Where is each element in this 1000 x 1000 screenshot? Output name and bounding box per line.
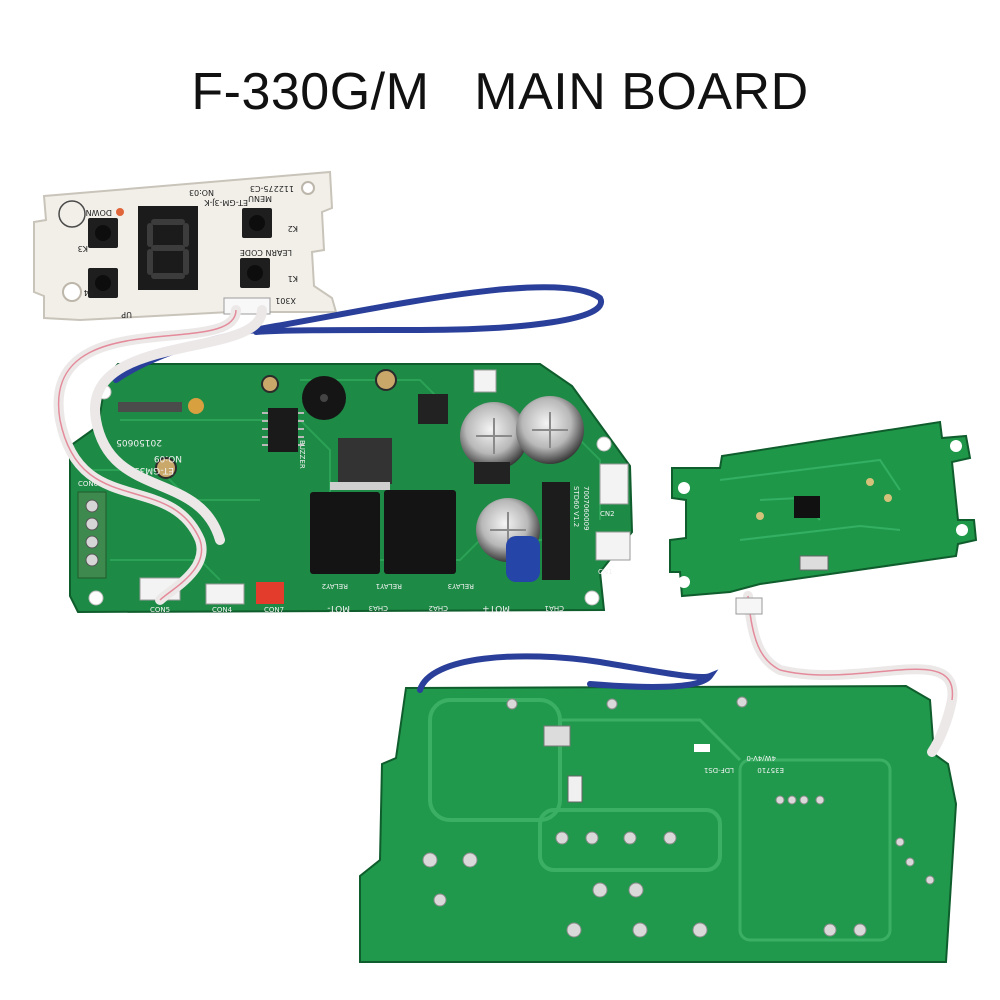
label-board-model: ET-GM33-R — [124, 465, 174, 475]
label-learn-code: LEARN CODE — [240, 248, 292, 257]
label-k4: K4 — [84, 288, 94, 297]
mounting-hole — [301, 181, 315, 195]
manufacturer-logo — [58, 200, 86, 228]
label-cha1: CHA1 — [545, 604, 564, 612]
main-board: ET-GM33-R NO:09 20150605 CON6 CON5 CON7 … — [69, 363, 634, 614]
label-down: DOWN — [86, 208, 112, 217]
page-title: F-330G/M MAIN BOARD — [191, 63, 809, 121]
button-k1[interactable] — [240, 258, 270, 288]
label-buzzer: BUZZER — [298, 440, 306, 469]
button-k2[interactable] — [242, 208, 272, 238]
film-capacitor — [506, 536, 540, 582]
small-capacitor — [375, 369, 397, 391]
status-led — [116, 208, 124, 216]
button-k4[interactable] — [88, 268, 118, 298]
label-ldf-ds1: LDF-DS1 — [704, 766, 734, 774]
label-serial: 7007060009 — [582, 486, 590, 531]
receiver-component — [799, 555, 829, 571]
label-k2: K2 — [288, 224, 298, 233]
label-con5: CON5 — [150, 606, 170, 614]
button-k3[interactable] — [88, 218, 118, 248]
receiver-board — [669, 420, 978, 598]
label-relay1: RELAY1 — [376, 582, 402, 590]
label-no03: NO:03 — [189, 188, 214, 197]
relay — [310, 492, 380, 574]
voltage-regulator — [338, 438, 392, 484]
label-cn2: CN2 — [600, 510, 615, 518]
connector-cn1 — [595, 531, 631, 561]
label-relay3: RELAY3 — [448, 582, 474, 590]
label-con7: CON7 — [264, 606, 284, 614]
label-up: UP — [121, 310, 132, 319]
label-cn1: CN1 — [598, 568, 613, 576]
transformer — [542, 482, 570, 580]
label-con6: CON6 — [78, 480, 99, 488]
label-menu: MENU — [248, 194, 272, 203]
label-e35710: E35710 — [757, 766, 784, 774]
label-mot-plus: MOT+ — [482, 603, 510, 613]
connector-con7 — [256, 582, 284, 604]
label-4w4v: 4W/4V-0 — [746, 754, 776, 762]
label-112275-c3: 112275-C3 — [250, 184, 294, 193]
transistor — [418, 394, 448, 424]
label-k3: K3 — [78, 244, 88, 253]
label-x301: X301 — [275, 296, 296, 305]
microcontroller — [268, 408, 298, 452]
receiver-connector — [735, 597, 763, 615]
label-cha2: CHA2 — [429, 604, 448, 612]
mounting-hole — [62, 282, 82, 302]
connector-cn2 — [599, 463, 629, 505]
receiver-ic — [794, 496, 820, 518]
label-et-gm-3j-k: ET-GM-3J-K — [204, 198, 248, 207]
main-board-back: E35710 LDF-DS1 4W/4V-0 — [359, 684, 958, 963]
label-date: 20150605 — [116, 437, 162, 447]
bridge-rectifier — [474, 462, 510, 484]
label-board-no: NO:09 — [154, 453, 182, 463]
label-std60: STD60 V1.2 — [572, 486, 580, 527]
relay — [384, 490, 456, 574]
label-con4: CON4 — [212, 606, 233, 614]
label-relay2: RELAY2 — [322, 582, 348, 590]
label-k1: K1 — [288, 274, 298, 283]
display-board: DOWN MENU LEARN CODE UP K1 K2 K3 K4 X301… — [33, 170, 338, 322]
label-mot-minus: MOT- — [327, 603, 350, 613]
label-cha3: CHA3 — [369, 604, 388, 612]
connector-antenna — [473, 369, 497, 393]
connector-con4 — [205, 583, 245, 605]
